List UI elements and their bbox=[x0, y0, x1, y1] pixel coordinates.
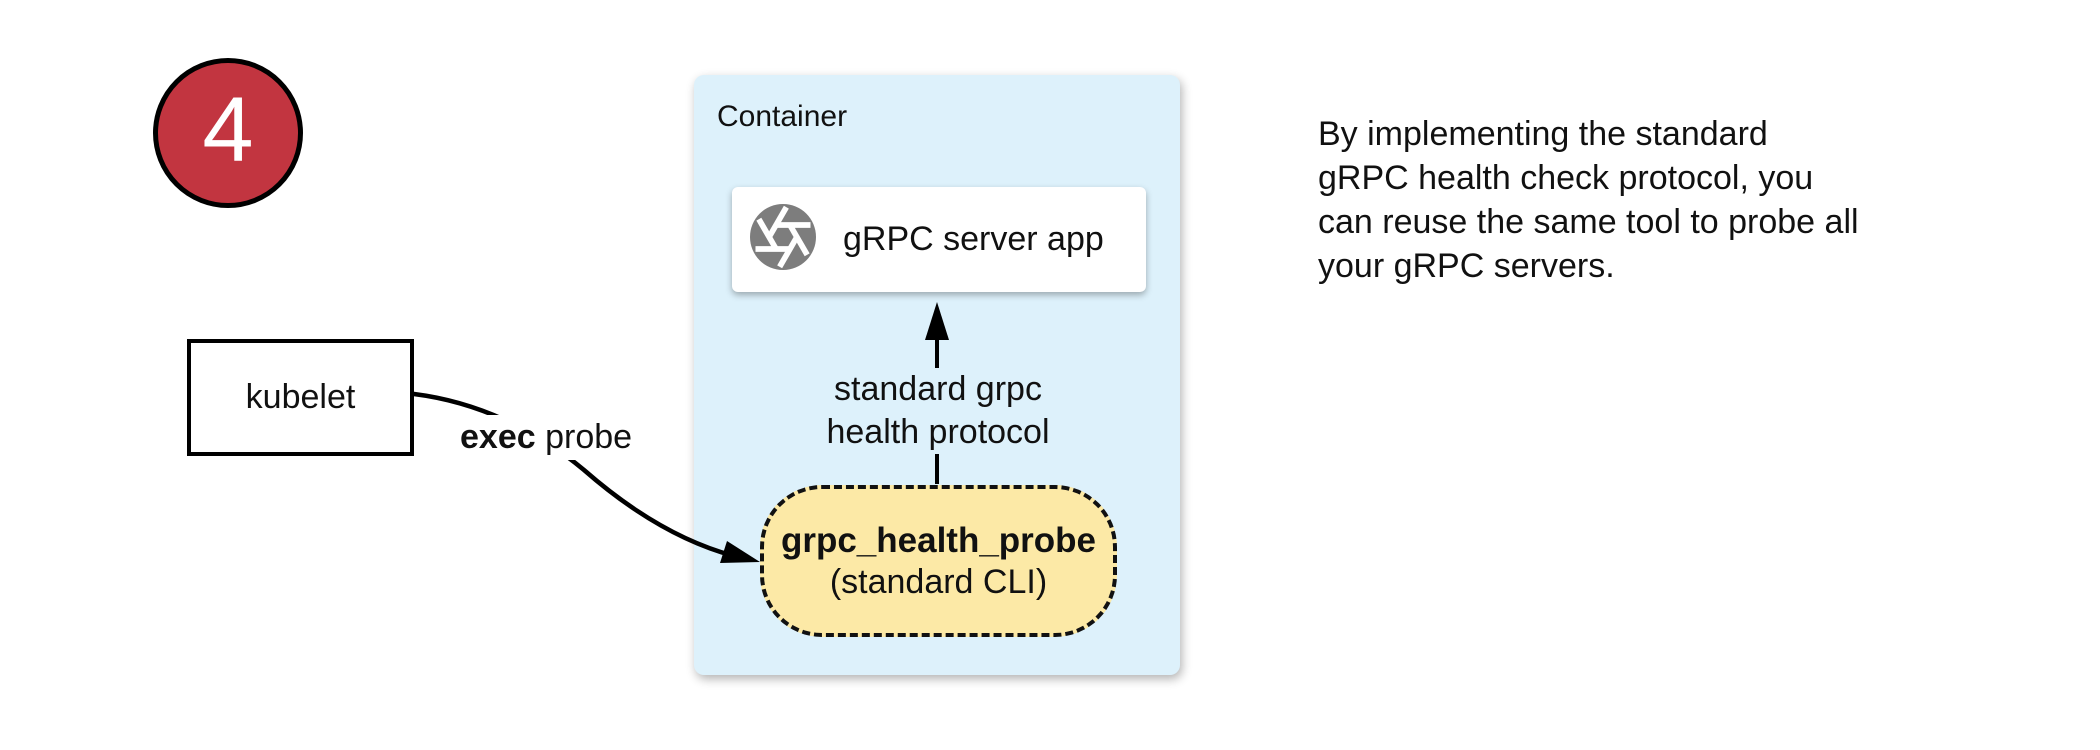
exec-probe-label-bold: exec bbox=[460, 418, 536, 456]
grpc-health-probe-node: grpc_health_probe (standard CLI) bbox=[760, 485, 1117, 637]
note-paragraph: By implementing the standard gRPC health… bbox=[1318, 112, 1859, 288]
note-line: By implementing the standard bbox=[1318, 115, 1768, 153]
kubelet-label: kubelet bbox=[245, 378, 356, 416]
exec-probe-label-rest: probe bbox=[535, 418, 633, 456]
step-number-badge: 4 bbox=[153, 58, 303, 208]
grpc-server-app-node: gRPC server app bbox=[732, 187, 1146, 292]
note-line: your gRPC servers. bbox=[1318, 247, 1615, 285]
health-protocol-label-line2: health protocol bbox=[826, 413, 1050, 451]
grpc-health-probe-name: grpc_health_probe bbox=[780, 521, 1097, 560]
grpc-server-app-label: gRPC server app bbox=[843, 220, 1104, 258]
aperture-icon bbox=[747, 201, 819, 278]
kubelet-node: kubelet bbox=[187, 339, 414, 456]
health-protocol-edge-label: standard grpc health protocol bbox=[812, 368, 1064, 454]
note-line: can reuse the same tool to probe all bbox=[1318, 203, 1859, 241]
exec-probe-edge-label: exec probe bbox=[452, 415, 641, 460]
note-line: gRPC health check protocol, you bbox=[1318, 159, 1814, 197]
container-label: Container bbox=[717, 100, 848, 133]
health-protocol-label-line1: standard grpc bbox=[834, 370, 1042, 408]
step-number: 4 bbox=[202, 79, 254, 181]
grpc-health-probe-subtitle: (standard CLI) bbox=[829, 563, 1048, 601]
